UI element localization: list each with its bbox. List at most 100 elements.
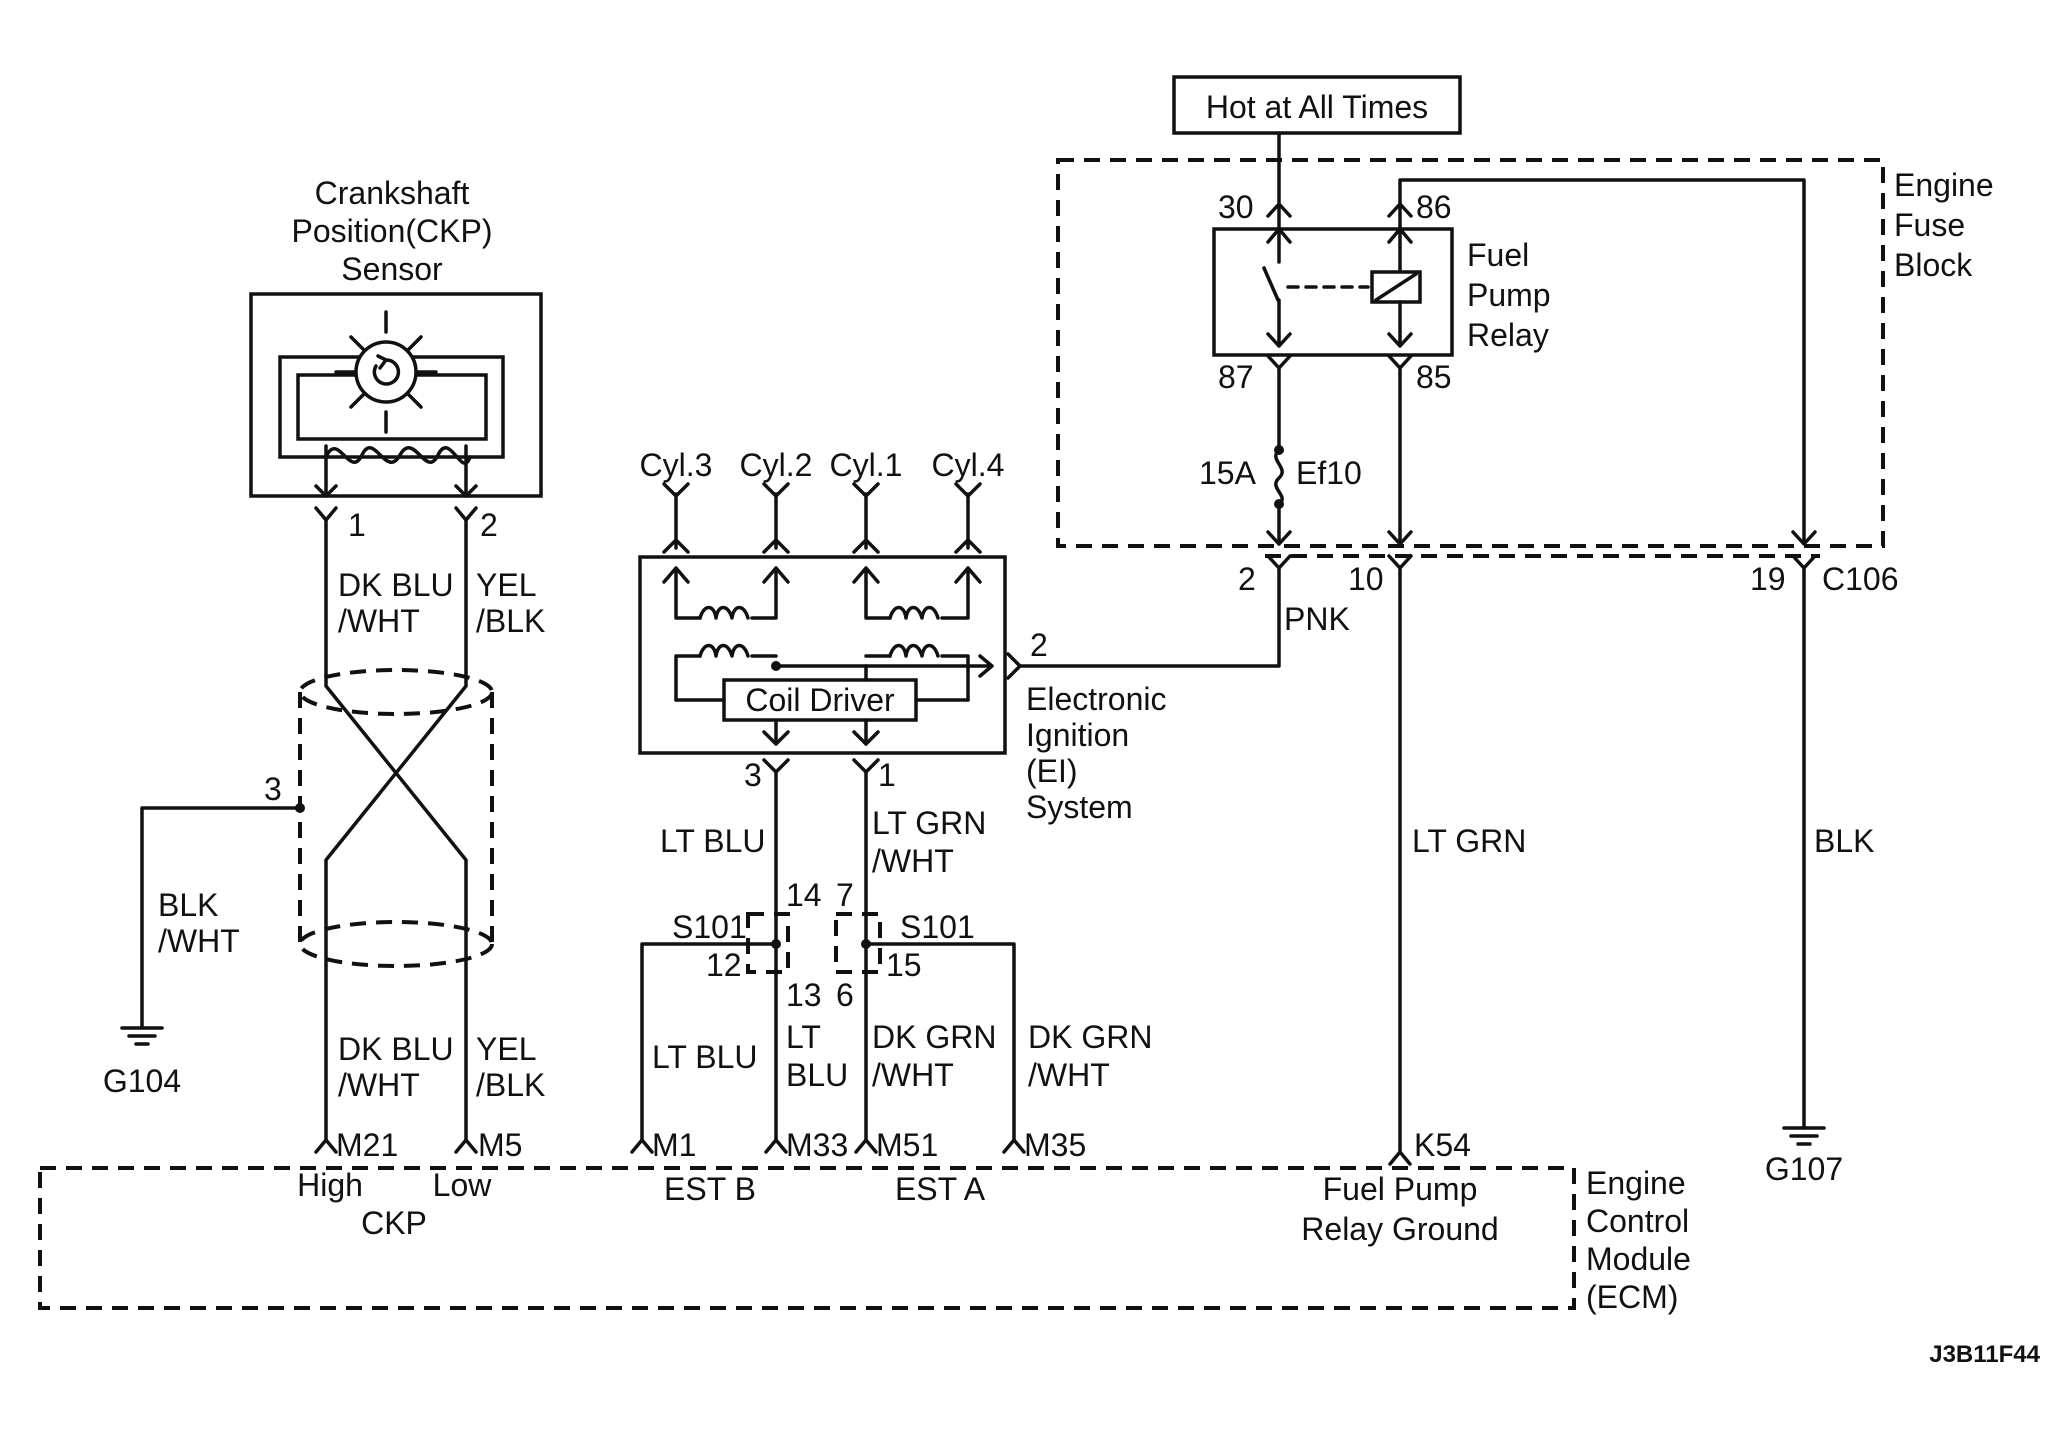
ckp-pin-2: 2 [480,507,498,543]
splice-pin-13: 13 [786,977,822,1013]
splice-pin-6: 6 [836,977,854,1013]
ckp-title-1: Crankshaft [315,175,470,211]
wire-lt-grn: LT GRN [1398,566,1526,1154]
ecm-module: M21 M5 M1 M33 M51 M35 K54 High Low CKP E… [38,1127,1691,1315]
reluctor-wheel-icon [334,310,438,434]
ecm-est-a-label: EST A [895,1171,986,1207]
wire-yel-label-2: /BLK [476,603,545,639]
coil-driver-label: Coil Driver [745,682,895,718]
ecm-fuel-pump-label-2: Relay Ground [1301,1211,1498,1247]
relay-label-2: Pump [1467,277,1551,313]
cyl1-label: Cyl.1 [830,447,903,483]
wire-dk-grn-label-1: DK GRN [872,1019,996,1055]
wire-dk-blu-label-2: /WHT [338,603,420,639]
ecm-pin-m5: M5 [478,1127,522,1163]
splice-pin-15: 15 [886,947,922,983]
ecm-pin-m21: M21 [336,1127,398,1163]
fuse-rating: 15A [1199,455,1257,491]
wire-blk-wht-g104: BLK /WHT [140,806,302,1030]
ecm-pin-m1: M1 [652,1127,696,1163]
ei-label-1: Electronic [1026,681,1167,717]
relay-pin-86: 86 [1416,189,1452,225]
ecm-label-3: Module [1586,1241,1691,1277]
figure-id: J3B11F44 [1929,1341,2040,1368]
ei-label-4: System [1026,789,1133,825]
connector-c106: 2 10 19 C106 [1238,554,1899,597]
power-source: Hot at All Times [1172,75,1462,204]
relay-pin-30: 30 [1218,189,1254,225]
splice-s101-right: S101 [900,909,975,945]
ei-pin-1: 1 [878,757,896,793]
cyl3-label: Cyl.3 [640,447,713,483]
ckp-sensor: Crankshaft Position(CKP) Sensor 1 2 [249,175,543,543]
ecm-pin-m33: M33 [786,1127,848,1163]
ecm-label-2: Control [1586,1203,1689,1239]
ecm-pin-m51: M51 [876,1127,938,1163]
ecm-pin-k54: K54 [1414,1127,1471,1163]
ecm-low-label: Low [433,1167,493,1203]
wire-pnk-label: PNK [1284,601,1350,637]
c106-pin-19: 19 [1750,561,1786,597]
wire-blk-wht-label-1: BLK [158,887,218,923]
wire-dk-grn-label-4: /WHT [1028,1057,1110,1093]
ecm-label-1: Engine [1586,1165,1686,1201]
ground-g107-label: G107 [1765,1151,1843,1187]
wire-lt-blu-label-2: LT BLU [652,1039,758,1075]
ei-label-2: Ignition [1026,717,1129,753]
cyl2-label: Cyl.2 [740,447,813,483]
ei-label-3: (EI) [1026,753,1078,789]
relay-pin-85: 85 [1416,359,1452,395]
fuel-pump-relay: 30 86 Fuel Pump Relay 87 85 [1212,178,1806,542]
fuse-block-label-3: Block [1894,247,1973,283]
engine-fuse-block: Engine Fuse Block [1056,158,1994,548]
ei-pin-3: 3 [744,757,762,793]
hot-at-all-times-label: Hot at All Times [1206,89,1428,125]
wire-yel-label-3: YEL [476,1031,536,1067]
ecm-pin-m35: M35 [1024,1127,1086,1163]
ground-g104: G104 [103,1026,181,1099]
c106-pin-10: 10 [1348,561,1384,597]
wire-lt-grn-wht-label-2: /WHT [872,843,954,879]
wire-lt-blu-label-3b: BLU [786,1057,848,1093]
splice-pin-7: 7 [836,877,854,913]
fuse-block-label-2: Fuse [1894,207,1965,243]
cyl4-label: Cyl.4 [932,447,1005,483]
splice-pin-14: 14 [786,877,822,913]
wire-dk-grn-label-2: /WHT [872,1057,954,1093]
ckp-shield-pin-3: 3 [264,771,282,807]
relay-label-1: Fuel [1467,237,1529,273]
ground-g104-label: G104 [103,1063,181,1099]
wire-lt-grn-wht-label-1: LT GRN [872,805,986,841]
c106-pin-2: 2 [1238,561,1256,597]
fuse-block-label-1: Engine [1894,167,1994,203]
wire-dk-blu-label-3: DK BLU [338,1031,454,1067]
ckp-shielded-twisted-pair: 3 DK BLU /WHT YEL /BLK DK BLU /WHT YEL /… [264,518,545,1142]
ecm-fuel-pump-label-1: Fuel Pump [1323,1171,1478,1207]
ckp-title-3: Sensor [341,251,443,287]
c106-name: C106 [1822,561,1899,597]
fuse-name: Ef10 [1296,455,1362,491]
ecm-est-b-label: EST B [664,1171,756,1207]
ckp-pin-1: 1 [348,507,366,543]
wire-dk-blu-label-4: /WHT [338,1067,420,1103]
wire-pnk: PNK [1018,566,1350,668]
splice-s101-left: S101 [672,909,747,945]
fuse-ef10: 15A Ef10 [1199,366,1817,546]
relay-label-3: Relay [1467,317,1549,353]
wire-blk-wht-label-2: /WHT [158,923,240,959]
wire-dk-grn-label-3: DK GRN [1028,1019,1152,1055]
ecm-ckp-label: CKP [361,1205,427,1241]
wire-yel-label-1: YEL [476,567,536,603]
wire-yel-label-4: /BLK [476,1067,545,1103]
relay-pin-87: 87 [1218,359,1254,395]
electronic-ignition-system: Cyl.3 Cyl.2 Cyl.1 Cyl.4 Coil Driver 2 [638,447,1167,825]
wire-lt-blu-label: LT BLU [660,823,766,859]
wire-blk-g107: BLK [1802,566,1874,1130]
ckp-title-2: Position(CKP) [292,213,493,249]
ground-g107: G107 [1765,1126,1843,1187]
splice-pin-12: 12 [706,947,742,983]
ecm-high-label: High [297,1167,363,1203]
wire-lt-blu-label-3a: LT [786,1019,821,1055]
ei-pin-2: 2 [1030,627,1048,663]
